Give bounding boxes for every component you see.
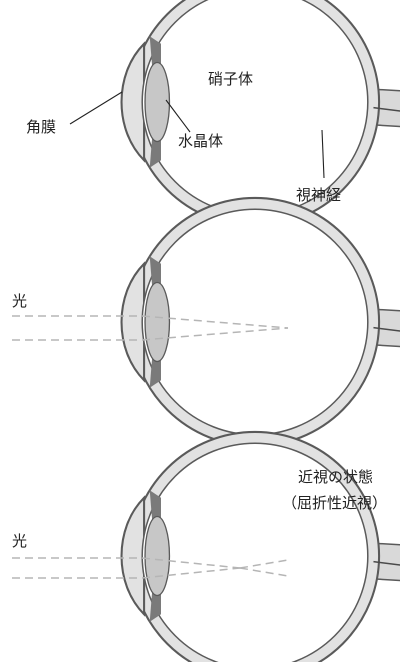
vitreous-label: 硝子体: [208, 70, 253, 88]
lens-leader: [165, 99, 191, 133]
diverging-ray-upper: [239, 559, 289, 569]
eye-normal-vision: 光: [12, 196, 400, 448]
optic-nerve-leader: [321, 129, 325, 179]
refracted-ray-upper: [141, 315, 289, 329]
refracted-ray-lower: [141, 567, 241, 579]
cornea-leader: [69, 91, 123, 125]
refracted-ray-lower: [141, 327, 289, 341]
refracted-ray-upper: [141, 557, 241, 569]
light-label: 光: [12, 292, 27, 310]
light-label: 光: [12, 532, 27, 550]
lens-label: 水晶体: [178, 132, 223, 150]
eye-anatomy: 角膜 硝子体 水晶体 視神経: [26, 0, 400, 228]
cornea-label: 角膜: [26, 118, 56, 136]
optic-nerve-label: 視神経: [296, 186, 341, 204]
diverging-ray-lower: [239, 567, 289, 577]
myopia-subtitle: （屈折性近視）: [282, 494, 387, 512]
eye-myopia: 光 近視の状態 （屈折性近視）: [12, 430, 400, 662]
myopia-title: 近視の状態: [298, 468, 373, 486]
